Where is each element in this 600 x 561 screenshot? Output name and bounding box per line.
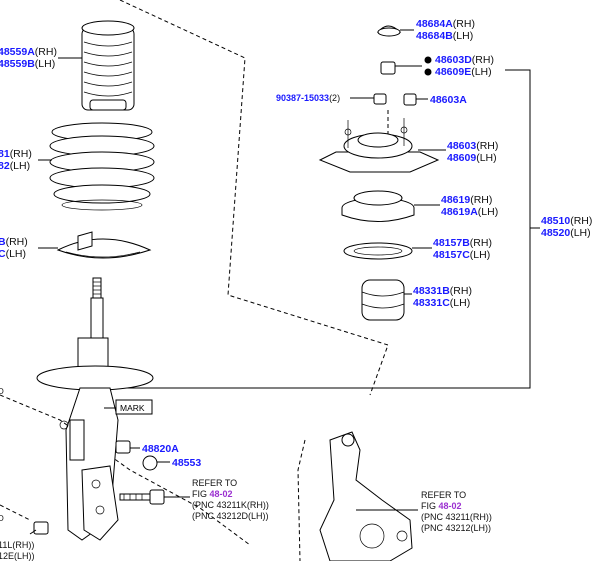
callout-small-nut: 90387-15033(2) [276,93,340,103]
svg-text:(PNC 43212D(LH)): (PNC 43212D(LH)) [192,511,269,521]
coil-spring-part [49,122,155,211]
steering-knuckle-part [319,431,418,561]
callout-support-lh: 48609(LH) [447,152,497,164]
callout-support: 48603(RH) [447,140,498,152]
svg-text:REFER TO: REFER TO [192,478,237,488]
small-nut-part [350,93,387,105]
refer-note-left: REFER TO FIG 48-02 (PNC 43211K(RH)) (PNC… [192,478,269,521]
dust-boot-part [81,20,135,111]
nut-48820a-part [115,440,140,454]
callout-upper-seat: 48619(RH) [441,194,492,206]
upper-support-part [318,118,446,173]
nut-48603d-part [380,56,432,76]
callout-nut-lh: 48609E(LH) [435,66,492,78]
callout-nut-48603a: 48603A [430,94,467,106]
svg-text:(PNC 43211(RH)): (PNC 43211(RH)) [421,512,492,522]
callout-bumper-lh: 48559B(LH) [0,58,55,70]
callout-bottom-left-rh: 11L(RH)) [0,540,34,550]
nut-48553-part [142,455,170,471]
callout-insulator: 48157B(RH) [433,237,492,249]
bottom-nut-part [29,521,49,535]
upper-seat-part [341,190,440,222]
lower-spring-seat-part [56,231,152,259]
callout-edge-d-top: D [0,387,4,396]
callout-nut: 48603D(RH) [435,54,494,66]
mark-label: MARK [104,399,153,415]
callout-edge-d-bottom: D [0,514,4,523]
svg-text:REFER TO: REFER TO [421,490,466,500]
callout-assembly: 48510(RH) [541,215,592,227]
dashed-guide-lines [0,0,389,561]
callout-bump-stop-lh: 48331C(LH) [413,297,470,309]
shock-absorber-part [36,277,154,541]
callout-bumper: 48559A(RH) [0,46,57,58]
bump-stop-part [361,279,412,321]
refer-note-right: REFER TO FIG 48-02 (PNC 43211(RH)) (PNC … [421,490,492,533]
callout-upper-seat-lh: 48619A(LH) [441,206,498,218]
nut-48603a-part [403,93,428,106]
bolt-part [119,489,190,505]
refer-right-fig-link[interactable]: FIG 48-02 [421,501,462,511]
callout-cap: 48684A(RH) [416,18,475,30]
callout-bottom-left-lh: 12E(LH)) [0,551,35,561]
callout-nut-48820a: 48820A [142,443,179,455]
refer-left-fig-link[interactable]: FIG 48-02 [192,489,233,499]
callout-lower-seat-lh: C(LH) [0,248,26,260]
callout-cap-lh: 48684B(LH) [416,30,473,42]
callout-coil: 81(RH) [0,148,32,160]
callout-coil-lh: 82(LH) [0,160,30,172]
callout-assembly-lh: 48520(LH) [541,227,591,239]
callout-lower-seat: B(RH) [0,236,28,248]
svg-text:MARK: MARK [120,403,145,413]
callout-bump-stop: 48331B(RH) [413,285,472,297]
callout-nut-48553: 48553 [172,457,201,469]
callout-insulator-lh: 48157C(LH) [433,249,490,261]
insulator-part [343,242,432,260]
cap-part [376,25,414,37]
assembly-bracket [118,69,540,389]
svg-text:(PNC 43212(LH)): (PNC 43212(LH)) [421,523,491,533]
svg-text:(PNC 43211K(RH)): (PNC 43211K(RH)) [192,500,269,510]
